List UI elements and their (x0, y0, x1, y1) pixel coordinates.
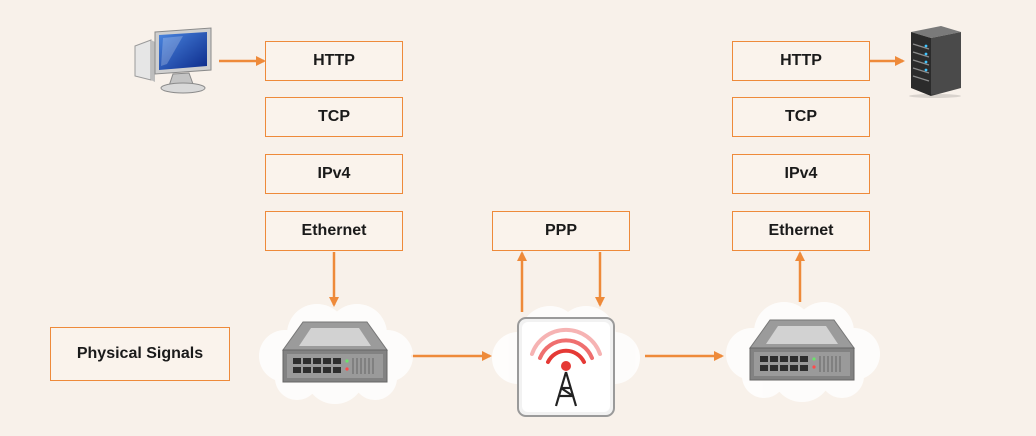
left-tcp-box: TCP (265, 97, 403, 137)
right-http-box: HTTP (732, 41, 870, 81)
right-tcp-box: TCP (732, 97, 870, 137)
left-ethernet-box: Ethernet (265, 211, 403, 251)
network-switch-icon (259, 304, 413, 404)
left-http-box: HTTP (265, 41, 403, 81)
middle-ppp-box: PPP (492, 211, 630, 251)
radio-tower-icon (492, 306, 640, 417)
physical-signals-box: Physical Signals (50, 327, 230, 381)
network-switch-icon (726, 302, 880, 402)
desktop-computer-icon (134, 27, 212, 94)
right-ethernet-box: Ethernet (732, 211, 870, 251)
right-ipv4-box: IPv4 (732, 154, 870, 194)
server-tower-icon (909, 26, 961, 98)
left-ipv4-box: IPv4 (265, 154, 403, 194)
